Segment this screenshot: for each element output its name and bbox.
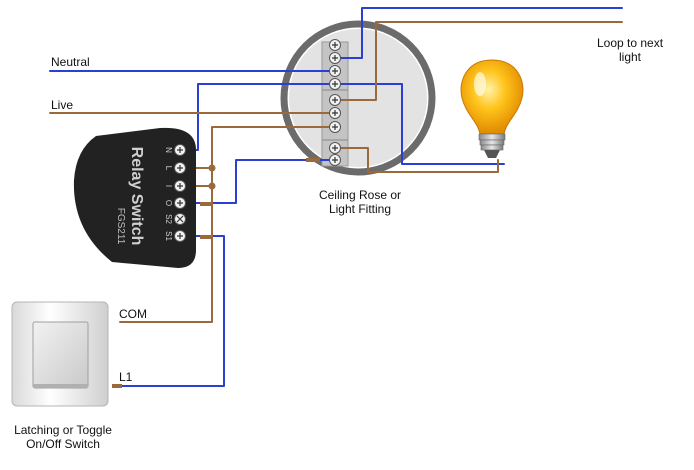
neutral-label: Neutral [51,55,90,69]
switch-com-wire [119,126,333,323]
rose-label-line1: Ceiling Rose or [318,188,402,202]
light-bulb-icon [460,59,524,158]
loop-label-line1: Loop to next [596,36,664,50]
relay-terminal-label: L [164,166,173,171]
junction-dot [208,182,216,190]
rose-face [289,29,427,167]
relay-terminal-label: O [164,200,173,206]
switch-rocker [32,321,89,389]
relay-terminal-label: N [164,147,173,153]
junctions [208,164,216,190]
lamp-live-wire [331,147,499,173]
relay-terminal-label: S2 [164,214,173,224]
live-wires [49,21,623,323]
relay-model: FGS211 [115,208,126,245]
wall-switch-icon [11,301,109,407]
rose-terminals [329,39,341,166]
l1-label: L1 [119,370,133,384]
switch-label: Latching or Toggle On/Off Switch [4,423,122,451]
lamp-neutral-wire [331,83,505,165]
relay-title: Relay Switch [128,147,145,246]
loop-live-wire [331,21,623,101]
sleeve [112,384,122,388]
sleeve [306,158,320,162]
loop-label-line2: light [618,50,641,64]
relay-terminals [174,144,186,242]
loop-label: Loop to next light [580,36,680,64]
rose-label: Ceiling Rose or Light Fitting [300,188,420,216]
switch-label-line2: On/Off Switch [26,437,100,451]
loop-neutral-wire [331,7,623,59]
sleeve [200,235,212,239]
relay-module: Relay Switch FGS211 N L I O S2 S1 [73,127,196,268]
relay-terminal-label: I [164,185,173,187]
junction-dot [208,164,216,172]
relay-terminal-label: S1 [164,231,173,241]
live-label: Live [51,98,74,112]
switch-label-line1: Latching or Toggle [14,423,112,437]
rose-label-line2: Light Fitting [328,202,392,216]
sleeves [112,158,320,388]
relay-body [73,127,196,268]
ceiling-rose [280,20,436,176]
sleeve [200,202,212,206]
com-label: COM [119,307,147,321]
